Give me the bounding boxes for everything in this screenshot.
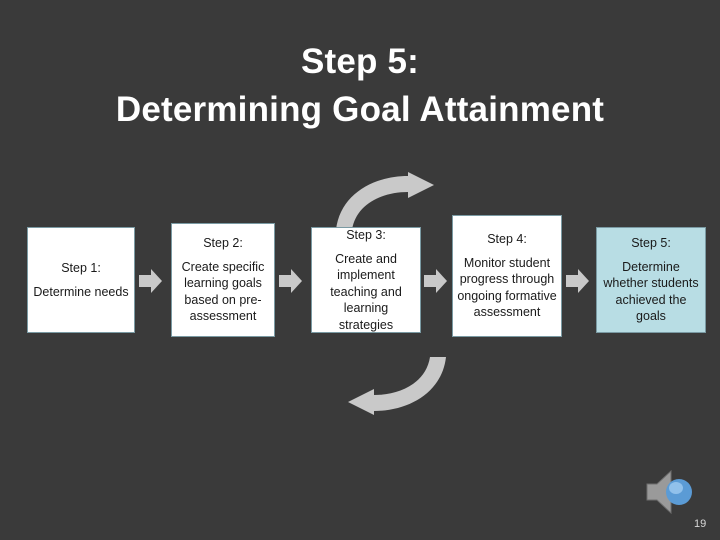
step-box-1[interactable]: Step 1: Determine needs: [27, 227, 135, 333]
step-box-1-body: Determine needs: [33, 284, 129, 299]
step-box-5[interactable]: Step 5: Determine whether students achie…: [596, 227, 706, 333]
step-box-3-header: Step 3:: [346, 228, 386, 242]
cycle-top-arrow-icon: [330, 172, 475, 232]
process-flow-diagram: Step 1: Determine needs Step 2: Create s…: [0, 170, 720, 420]
step-box-4-body: Monitor student progress through ongoing…: [457, 255, 557, 320]
step-box-5-body: Determine whether students achieved the …: [603, 259, 699, 324]
step-box-3[interactable]: Step 3: Create and implement teaching an…: [311, 227, 421, 333]
step-box-4[interactable]: Step 4: Monitor student progress through…: [452, 215, 562, 337]
chevron-right-icon-1: [139, 268, 163, 294]
cycle-bottom-arrow-icon: [330, 355, 475, 417]
step-box-4-header: Step 4:: [487, 232, 527, 247]
title-line-1: Step 5:: [300, 42, 420, 81]
chevron-right-icon-4: [566, 268, 590, 294]
step-box-3-body: Create and implement teaching and learni…: [330, 251, 402, 332]
step-box-2[interactable]: Step 2: Create specific learning goals b…: [171, 223, 275, 337]
step-box-5-header: Step 5:: [631, 236, 671, 251]
title-line-2: Determining Goal Attainment: [115, 90, 605, 130]
page-title: Step 5: Determining Goal Attainment: [0, 38, 720, 135]
step-box-1-header: Step 1:: [61, 261, 101, 275]
chevron-right-icon-3: [424, 268, 448, 294]
step-box-2-body: Create specific learning goals based on …: [181, 259, 265, 324]
page-number: 19: [694, 518, 707, 530]
step-box-2-header: Step 2:: [203, 236, 243, 251]
chevron-right-icon-2: [279, 268, 303, 294]
speaker-icon[interactable]: [643, 466, 699, 518]
